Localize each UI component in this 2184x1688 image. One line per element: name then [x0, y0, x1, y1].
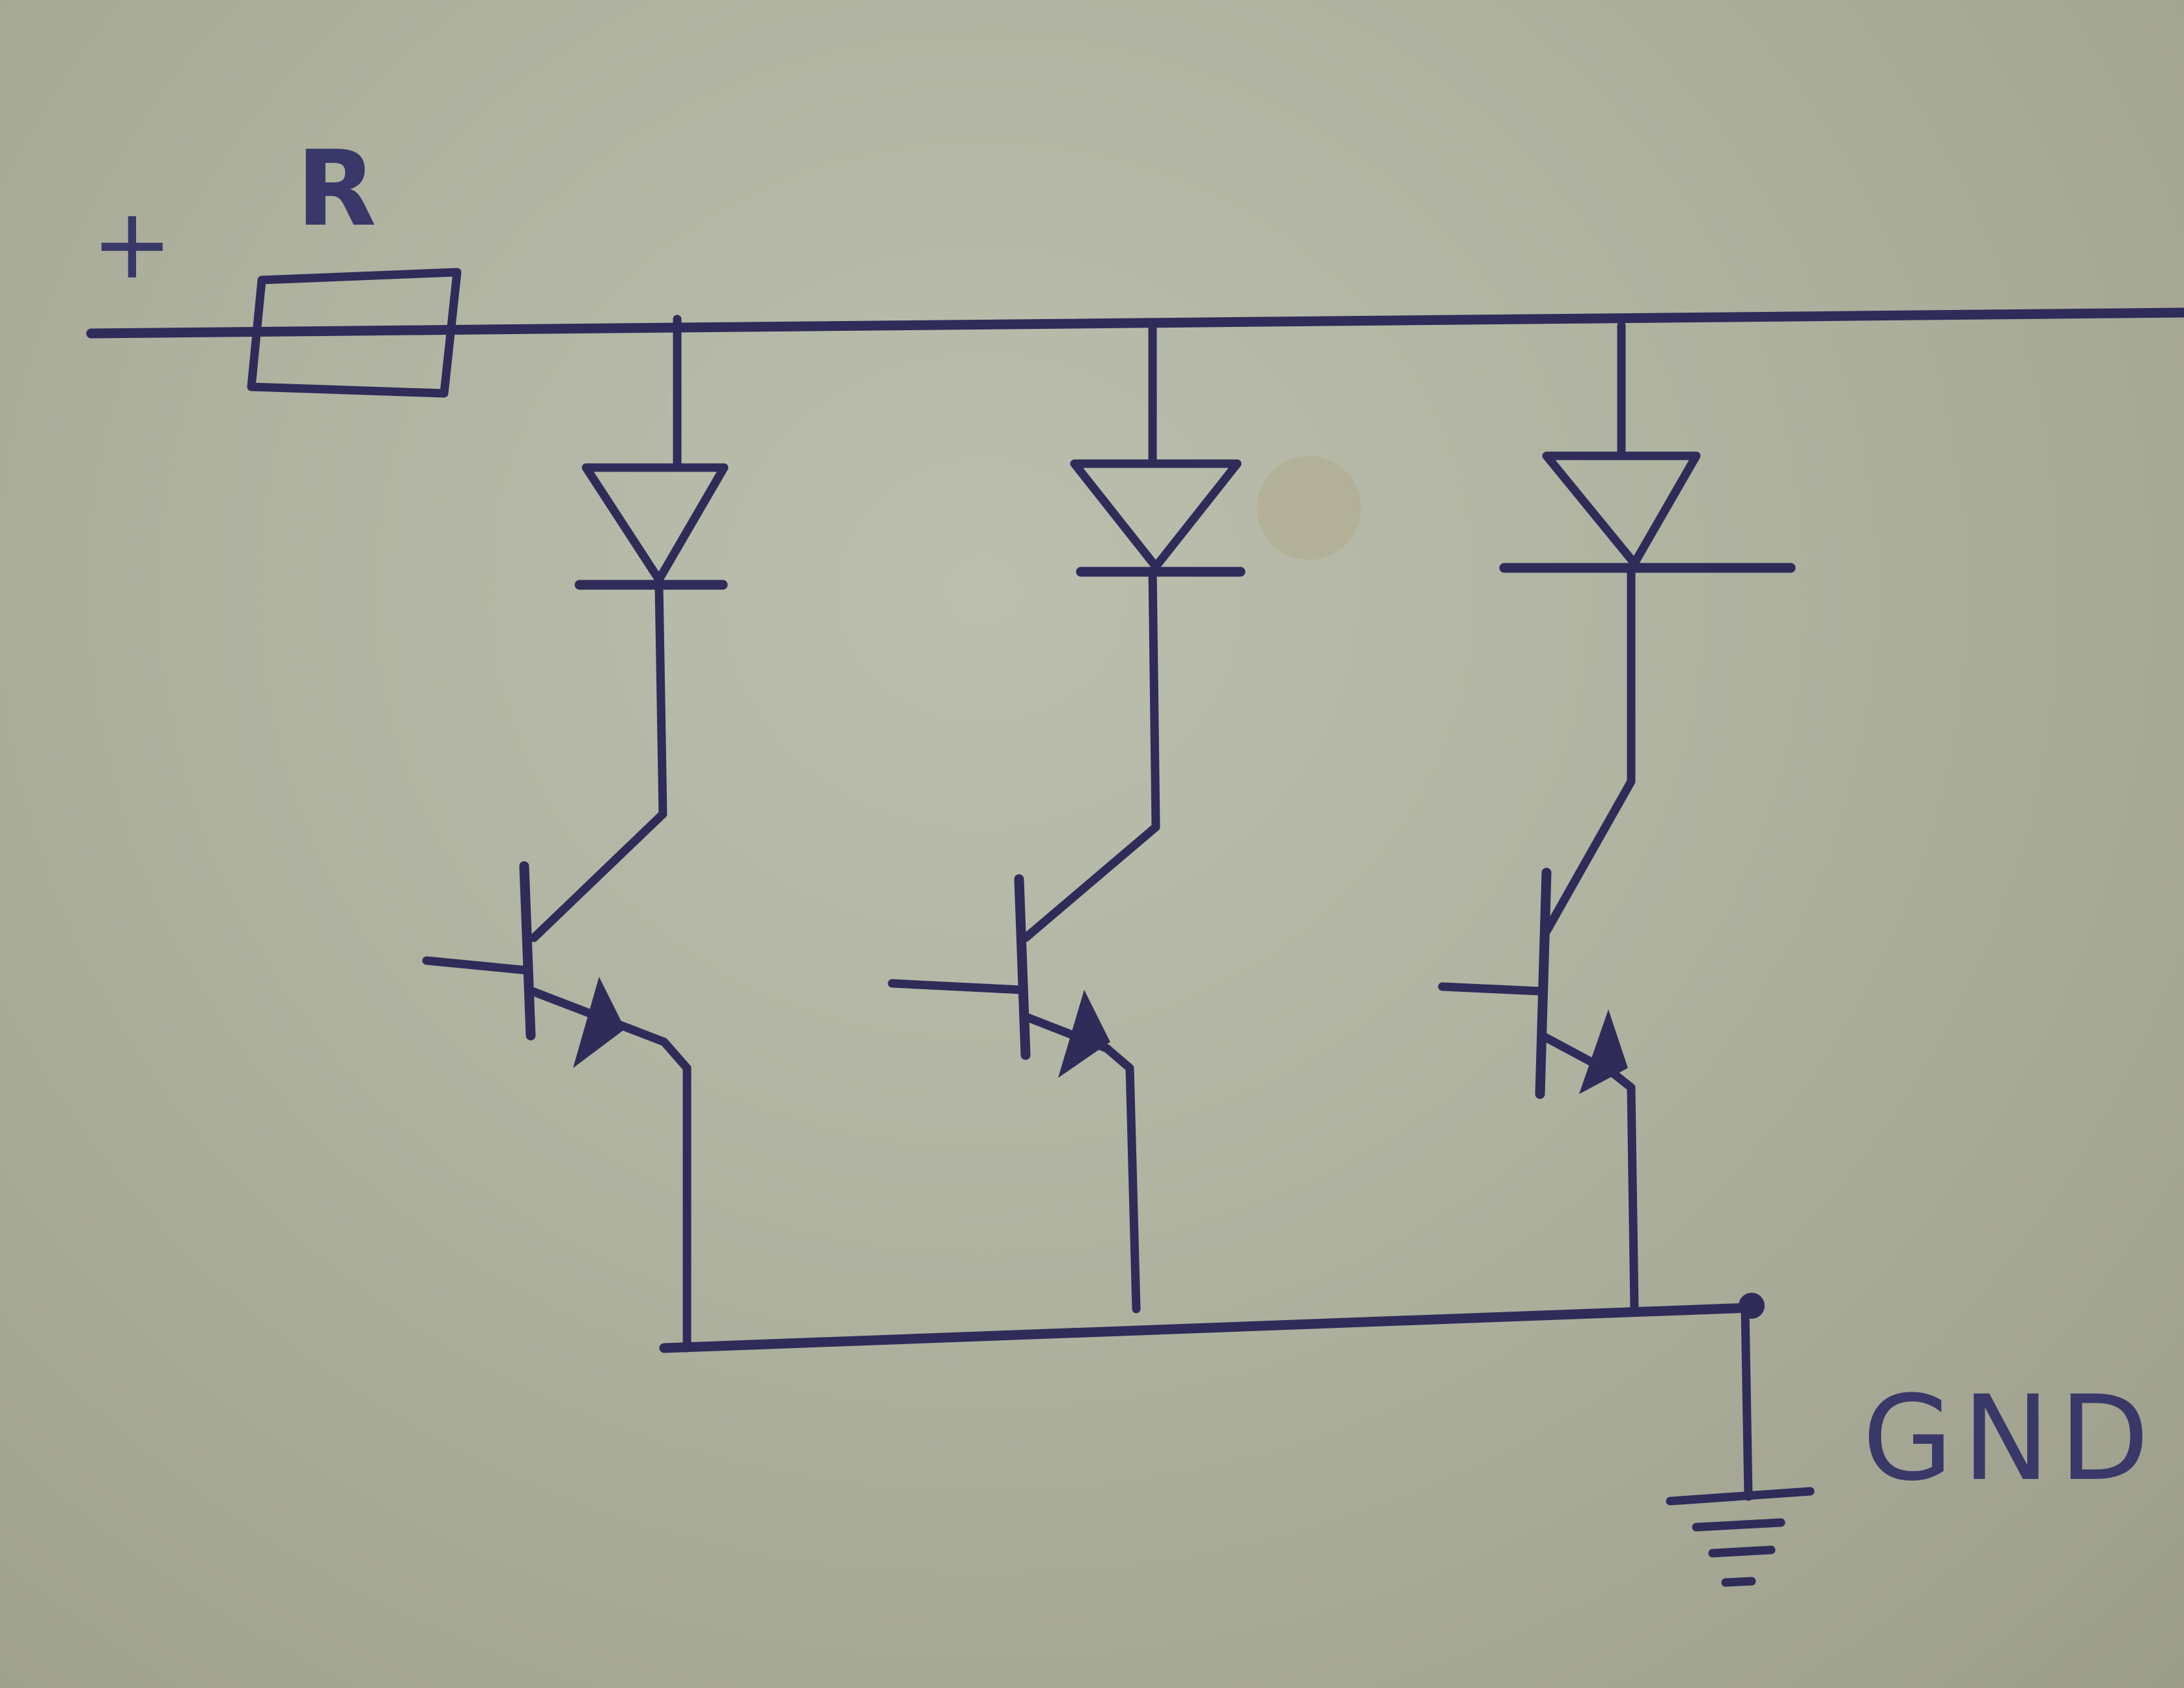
branch-3-emitter-wire [1537, 1031, 1639, 1314]
branch-3-base-lead [1438, 982, 1545, 996]
branch-1-emitter-arrow [573, 977, 625, 1068]
branch-3 [1438, 321, 1796, 1314]
branch-3-emitter-arrow [1579, 1009, 1628, 1094]
ground-lead [1741, 1304, 1753, 1501]
branch-2-diode-triangle [1070, 459, 1242, 571]
branch-1-emitter-wire [524, 985, 692, 1353]
branch-2-base-lead [888, 979, 1027, 994]
branch-2-collector-wire [1021, 567, 1160, 942]
bottom-rail-wire [659, 1302, 1757, 1353]
ground-line-4 [1721, 1577, 1756, 1587]
ground-line-2 [1692, 1518, 1785, 1532]
branch-1-base-lead [422, 956, 532, 975]
branch-2-emitter-wire [1019, 1011, 1141, 1314]
branch-2-emitter-arrow [1058, 990, 1110, 1078]
ground-line-3 [1708, 1545, 1776, 1558]
branch-3-transistor-base-bar [1535, 867, 1552, 1099]
top-rail-wire [86, 307, 2184, 339]
branch-1-diode-triangle [581, 463, 729, 584]
ground-line-1 [1666, 1487, 1815, 1506]
branch-3-collector-wire [1542, 563, 1636, 936]
resistor-body [247, 268, 462, 398]
branch-1-transistor-base-bar [519, 861, 536, 1041]
plus-label: + [91, 188, 173, 301]
paper-stain [1257, 456, 1361, 560]
resistor-label: R [296, 128, 377, 249]
branch-3-diode-triangle [1542, 451, 1701, 568]
ground-label: GND [1862, 1371, 2159, 1507]
branch-2 [888, 321, 1246, 1314]
branch-2-transistor-base-bar [1014, 874, 1031, 1060]
branch-1 [422, 315, 729, 1353]
ground-symbol [1666, 1304, 1815, 1587]
branch-1-collector-wire [529, 580, 667, 942]
